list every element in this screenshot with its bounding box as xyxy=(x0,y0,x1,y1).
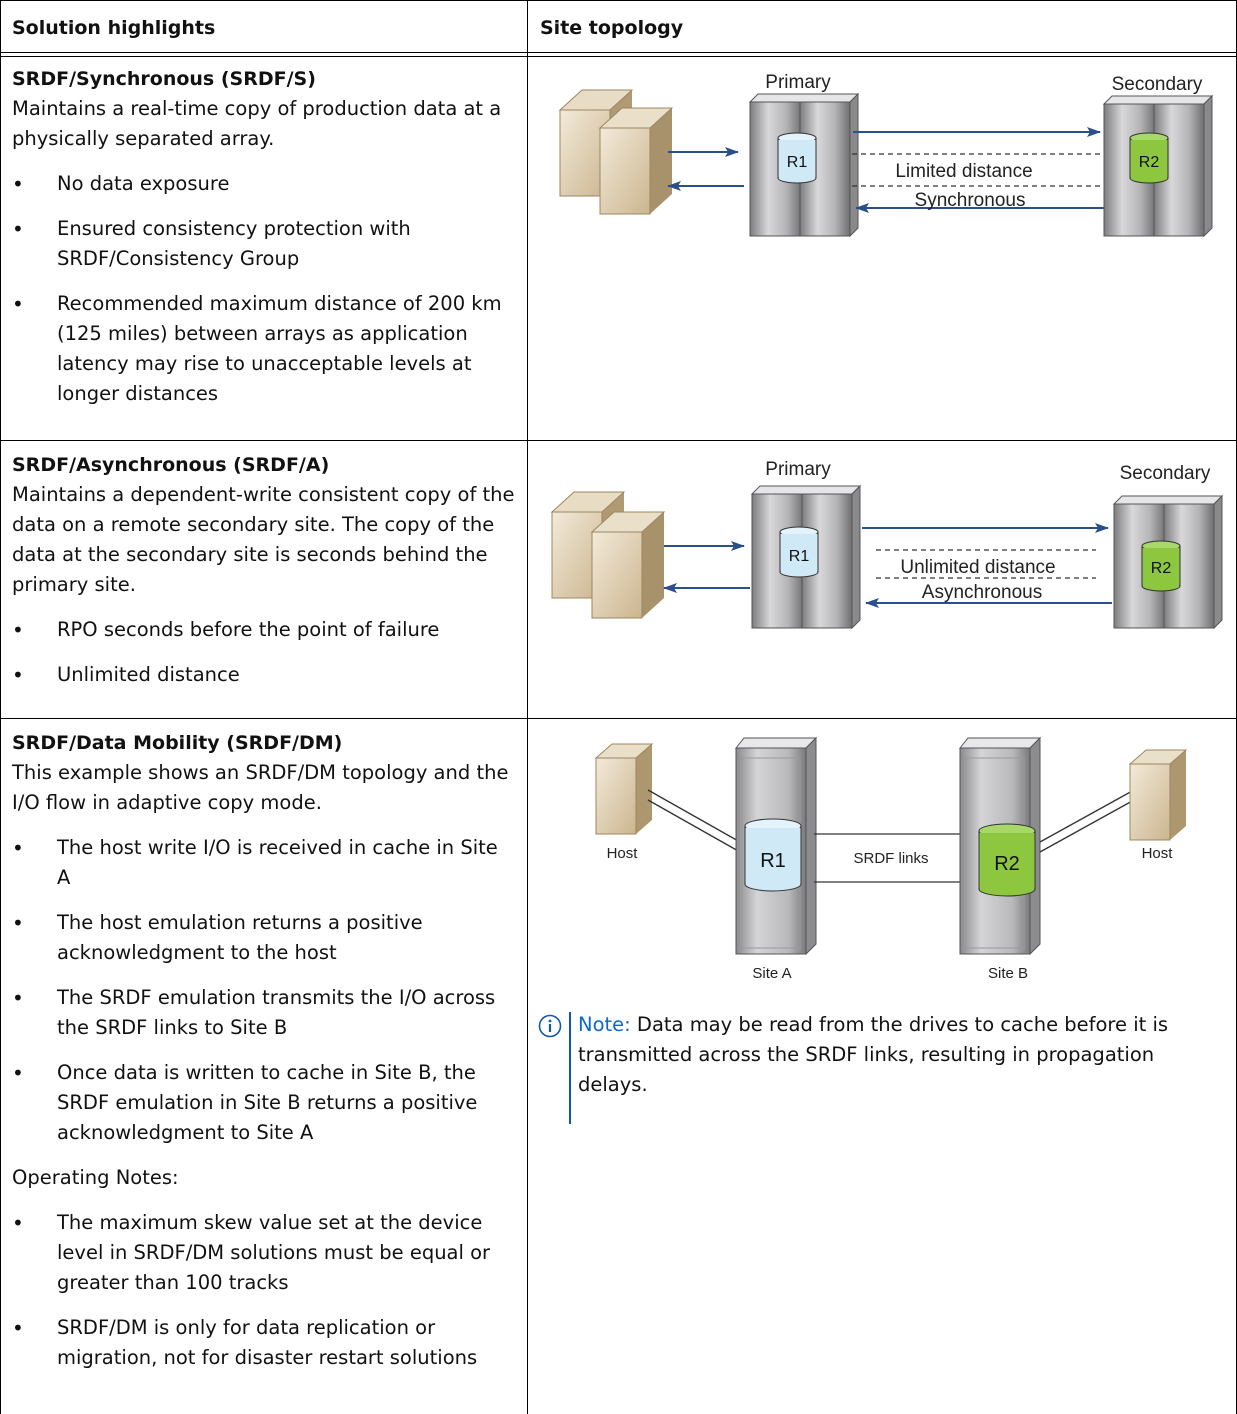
r2-volume-icon: R2 xyxy=(978,823,1036,897)
host-server-icon xyxy=(594,743,654,835)
secondary-label: Secondary xyxy=(1120,463,1211,484)
host-server-icon xyxy=(1128,749,1188,841)
r2-label: R2 xyxy=(1151,560,1172,577)
header-double-rule-1 xyxy=(0,52,1237,53)
table-left-border xyxy=(0,0,1,1414)
row-title: SRDF/Synchronous (SRDF/S) xyxy=(12,68,316,90)
bullet-list: RPO seconds before the point of failure … xyxy=(12,615,515,690)
srdf-s-topology-diagram: R1 Primary Limited distance Synchronous … xyxy=(558,72,1214,238)
row-title: SRDF/Asynchronous (SRDF/A) xyxy=(12,454,330,476)
note-label: Note: xyxy=(578,1013,631,1036)
r2-volume-icon: R2 xyxy=(1141,540,1181,592)
list-item: Ensured consistency protection with SRDF… xyxy=(12,214,515,274)
list-item: No data exposure xyxy=(12,169,515,199)
header-site-topology: Site topology xyxy=(540,17,684,39)
list-item: The maximum skew value set at the device… xyxy=(12,1208,515,1298)
host-right-label: Host xyxy=(1142,845,1174,862)
list-item: The host emulation returns a positive ac… xyxy=(12,908,515,968)
r1-volume-icon: R1 xyxy=(777,132,817,184)
row-srdf-a-text: SRDF/Asynchronous (SRDF/A) Maintains a d… xyxy=(0,450,527,690)
row-description: Maintains a real-time copy of production… xyxy=(12,97,502,150)
mode-label: Synchronous xyxy=(915,190,1026,211)
site-b-label: Site B xyxy=(988,965,1028,980)
header-solution-highlights: Solution highlights xyxy=(12,17,216,39)
srdf-a-topology-diagram: R1 Primary Unlimited distance Asynchrono… xyxy=(550,459,1224,630)
list-item: Unlimited distance xyxy=(12,660,515,690)
host-left-label: Host xyxy=(607,845,639,862)
row-divider-1 xyxy=(0,440,1237,441)
mode-label: Asynchronous xyxy=(922,582,1042,603)
site-a-label: Site A xyxy=(752,965,791,980)
list-item: Recommended maximum distance of 200 km (… xyxy=(12,289,515,409)
primary-array-icon xyxy=(750,484,862,630)
list-item: RPO seconds before the point of failure xyxy=(12,615,515,645)
row-srdf-s-text: SRDF/Synchronous (SRDF/S) Maintains a re… xyxy=(0,64,527,409)
r2-label: R2 xyxy=(994,853,1020,875)
row-divider-2 xyxy=(0,718,1237,719)
operating-notes-list: The maximum skew value set at the device… xyxy=(12,1208,515,1373)
header-double-rule-2 xyxy=(0,56,1237,57)
note-body: Data may be read from the drives to cach… xyxy=(578,1013,1169,1096)
distance-label: Limited distance xyxy=(895,161,1032,182)
r1-label: R1 xyxy=(760,850,786,872)
info-icon xyxy=(538,1014,562,1038)
r1-label: R1 xyxy=(787,154,808,171)
r2-volume-icon: R2 xyxy=(1129,132,1169,184)
primary-label: Primary xyxy=(765,72,831,93)
r1-volume-icon: R1 xyxy=(744,818,802,892)
r2-label: R2 xyxy=(1139,154,1160,171)
r1-volume-icon: R1 xyxy=(779,526,819,578)
table-header: Solution highlights Site topology xyxy=(0,0,1237,55)
host-servers-icon xyxy=(550,491,666,619)
srdf-dm-topology-diagram: Host R1 Site A SRDF links xyxy=(594,736,1188,980)
list-item: SRDF/DM is only for data replication or … xyxy=(12,1313,515,1373)
row-title: SRDF/Data Mobility (SRDF/DM) xyxy=(12,732,343,754)
column-divider xyxy=(527,0,528,1414)
bullet-list: No data exposure Ensured consistency pro… xyxy=(12,169,515,409)
distance-label: Unlimited distance xyxy=(900,557,1055,578)
secondary-label: Secondary xyxy=(1112,74,1203,95)
list-item: Once data is written to cache in Site B,… xyxy=(12,1058,515,1148)
r1-label: R1 xyxy=(789,548,810,565)
bullet-list: The host write I/O is received in cache … xyxy=(12,833,515,1148)
row-srdf-dm-text: SRDF/Data Mobility (SRDF/DM) This exampl… xyxy=(0,728,527,1373)
row-description: This example shows an SRDF/DM topology a… xyxy=(12,761,509,814)
row-description: Maintains a dependent-write consistent c… xyxy=(12,483,515,596)
primary-label: Primary xyxy=(765,459,831,480)
table-top-border xyxy=(0,0,1237,1)
host-servers-icon xyxy=(558,89,674,215)
note-text: Note: Data may be read from the drives t… xyxy=(578,1010,1218,1100)
operating-notes-label: Operating Notes: xyxy=(12,1166,179,1189)
note-accent-bar xyxy=(569,1012,571,1124)
srdf-links-label: SRDF links xyxy=(853,850,928,867)
list-item: The SRDF emulation transmits the I/O acr… xyxy=(12,983,515,1043)
list-item: The host write I/O is received in cache … xyxy=(12,833,515,893)
